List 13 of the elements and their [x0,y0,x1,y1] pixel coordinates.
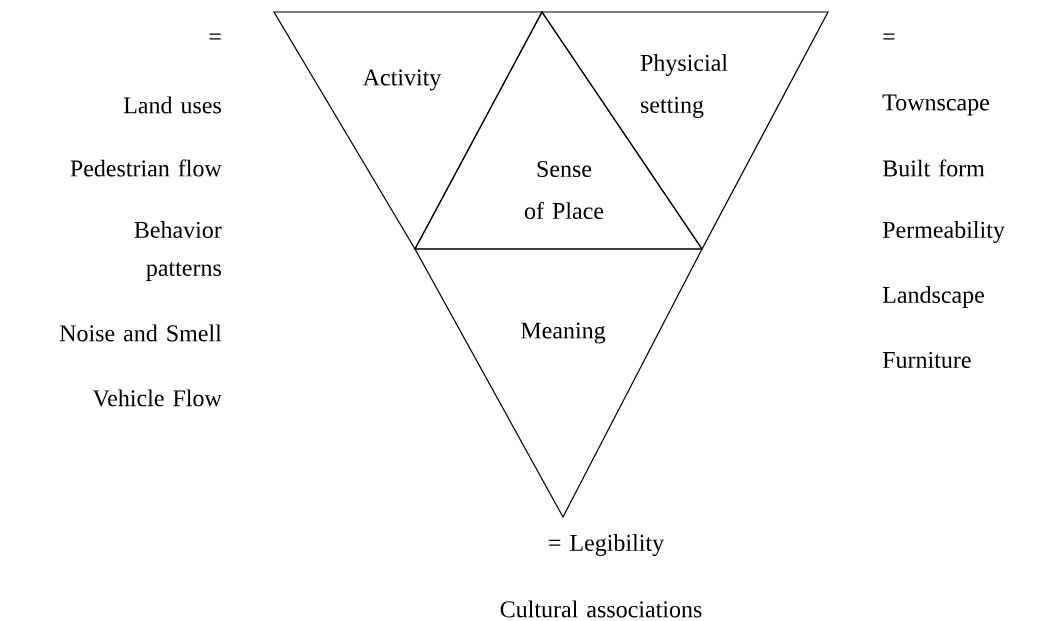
label: Townscape [882,94,989,116]
label: Landscape [882,286,984,308]
label: = [883,33,895,40]
label: = [209,33,221,40]
label: Furniture [882,351,971,369]
label: Behavior patterns [134,221,222,281]
label: Pedestrian flow [70,159,222,177]
label: Noise and Smell [59,324,222,342]
label: Land uses [123,96,221,114]
label: Vehicle Flow [92,389,222,407]
label: Permeability [882,221,1005,243]
label: Built form [882,159,985,177]
label: Cultural associations [500,600,702,618]
